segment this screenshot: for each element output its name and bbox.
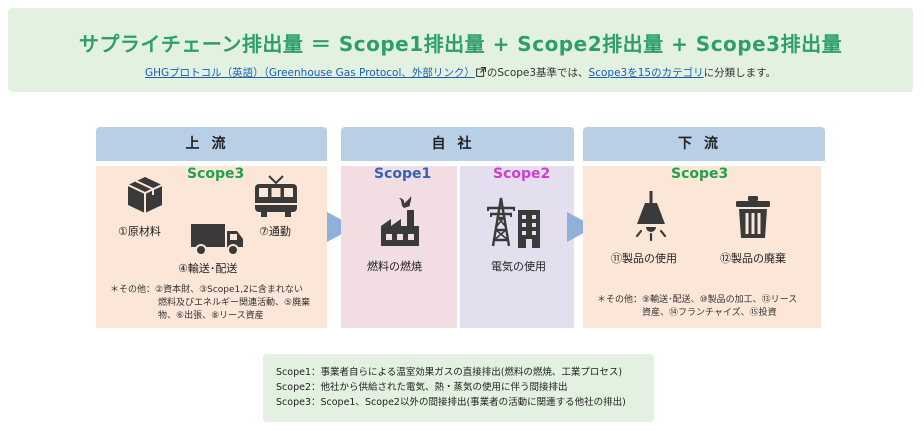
factory-icon	[378, 192, 422, 252]
legend-scope1: Scope1：事業者自らによる温室効果ガスの直接排出(燃料の燃焼、工業プロセス)	[276, 367, 623, 378]
upstream-scope-label: Scope3	[187, 166, 245, 182]
fuel-combustion-label: 燃料の燃焼	[367, 260, 422, 273]
electricity-use-label: 電気の使用	[491, 260, 546, 273]
product-disposal-label: ⑫製品の廃棄	[720, 252, 786, 265]
scope2-label: Scope2	[493, 166, 551, 182]
truck-icon	[189, 221, 245, 261]
transport-delivery-label: ④輸送･配送	[178, 262, 238, 275]
page-title: サプライチェーン排出量 ＝ Scope1排出量 + Scope2排出量 + Sc…	[78, 32, 843, 56]
formula-banner: サプライチェーン排出量 ＝ Scope1排出量 + Scope2排出量 + Sc…	[8, 8, 913, 92]
banner-text-end: に分類します。	[703, 67, 777, 79]
legend-scope3: Scope3：Scope1、Scope2以外の間接排出(事業者の活動に関連する他…	[276, 397, 626, 408]
downstream-panel: Scope3 ⑪製品の使用 ⑫製品の廃棄 ＊その他：⑨輸送･配送、⑩製品の加工、…	[583, 166, 821, 328]
downstream-scope-label: Scope3	[671, 166, 729, 182]
building-icon	[517, 208, 541, 252]
scope1-label: Scope1	[374, 166, 432, 182]
arrow-right-icon	[565, 210, 597, 248]
downstream-header: 下流	[583, 127, 825, 161]
lamp-icon	[633, 190, 669, 254]
raw-materials-label: ①原材料	[118, 225, 161, 238]
train-icon	[253, 174, 299, 222]
banner-subtitle: GHGプロトコル（英語）（Greenhouse Gas Protocol、外部リ…	[8, 65, 913, 80]
scope3-categories-link[interactable]: Scope3を15のカテゴリ	[588, 67, 704, 79]
commuting-label: ⑦通勤	[259, 225, 291, 238]
trash-can-icon	[734, 195, 772, 243]
scope2-panel: Scope2 電気の使用	[460, 166, 574, 328]
product-use-label: ⑪製品の使用	[611, 252, 677, 265]
banner-text-mid: のScope3基準では、	[486, 67, 589, 79]
scope1-panel: Scope1 燃料の燃焼	[341, 166, 457, 328]
ghg-protocol-link[interactable]: GHGプロトコル（英語）（Greenhouse Gas Protocol、外部リ…	[144, 67, 475, 79]
upstream-panel: Scope3 ①原材料 ⑦通勤 ④輸送･配送	[96, 166, 327, 328]
scope-definitions-legend: Scope1：事業者自らによる温室効果ガスの直接排出(燃料の燃焼、工業プロセス)…	[263, 354, 654, 422]
upstream-header: 上流	[96, 127, 327, 161]
box-icon	[124, 174, 166, 220]
self-header: 自社	[341, 127, 574, 161]
legend-scope2: Scope2：他社から供給された電気、熱・蒸気の使用に伴う間接排出	[276, 382, 568, 393]
external-link-icon	[475, 66, 486, 77]
power-tower-icon	[486, 196, 516, 252]
upstream-other-note: ＊その他：②資本財、③Scope1,2に含まれない 燃料及びエネルギー関連活動、…	[110, 285, 311, 321]
downstream-other-note: ＊その他：⑨輸送･配送、⑩製品の加工、⑬リース 資産、⑭フランチャイズ、⑮投資	[597, 295, 798, 318]
